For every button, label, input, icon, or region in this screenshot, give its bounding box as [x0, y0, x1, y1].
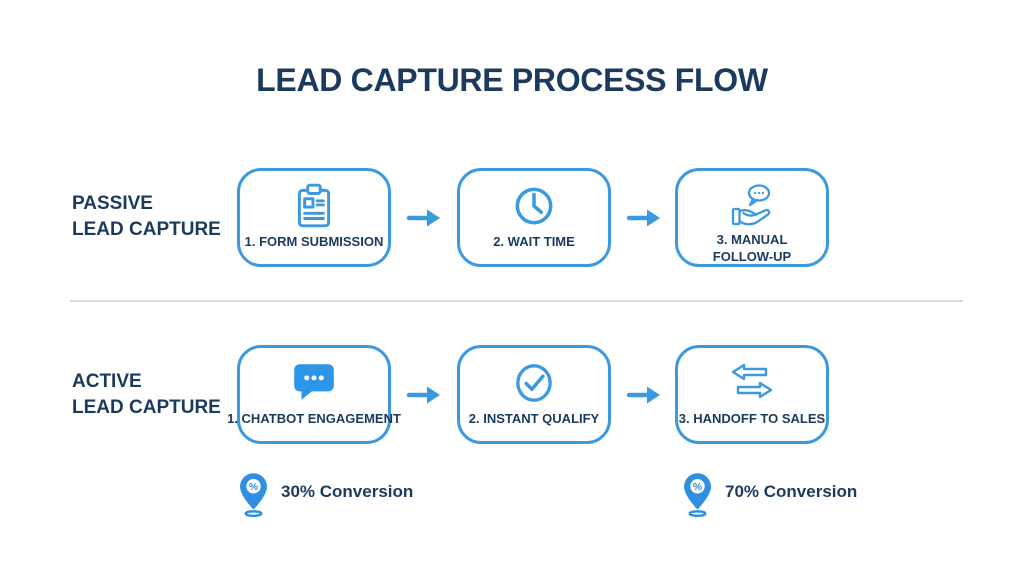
active-row-label: ACTIVE LEAD CAPTURE: [72, 369, 221, 421]
conversion-label: 70% Conversion: [725, 482, 858, 501]
step-label: 2. INSTANT QUALIFY: [468, 411, 600, 426]
clock-icon: [509, 181, 559, 231]
conversion-label: 30% Conversion: [281, 482, 414, 501]
svg-text:%: %: [249, 482, 258, 493]
percent-pin-icon: %: [238, 472, 269, 518]
passive-row-label: PASSIVE LEAD CAPTURE: [72, 191, 221, 243]
active-row-label-line1: ACTIVE: [72, 371, 142, 392]
page-title: LEAD CAPTURE PROCESS FLOW: [256, 62, 768, 98]
clipboard-icon: [289, 181, 339, 231]
conversion-stat-active-70: % 70% Conversion: [682, 472, 857, 518]
step-label: 2. WAIT TIME: [493, 234, 575, 249]
step-box-handoff-to-sales: 3. HANDOFF TO SALES: [675, 345, 829, 444]
flow-arrow-icon: [626, 386, 660, 404]
passive-row-label-line2: LEAD CAPTURE: [72, 219, 221, 240]
step-box-manual-follow-up: 3. MANUAL FOLLOW-UP: [675, 168, 829, 267]
row-divider: [70, 300, 963, 302]
step-label: 3. MANUAL FOLLOW-UP: [712, 232, 792, 264]
step-box-chatbot-engagement: 1. CHATBOT ENGAGEMENT: [227, 345, 401, 444]
step-box-wait-time: 2. WAIT TIME: [457, 168, 611, 267]
percent-pin-icon: %: [682, 472, 713, 518]
hand-chat-icon: [726, 181, 778, 231]
active-row-label-line2: LEAD CAPTURE: [72, 397, 221, 418]
step-label: 3. HANDOFF TO SALES: [678, 411, 826, 426]
transfer-arrows-icon: [726, 358, 778, 404]
flow-arrow-icon: [406, 209, 440, 227]
step-label: 1. CHATBOT ENGAGEMENT: [227, 411, 401, 426]
conversion-stat-active-30: % 30% Conversion: [238, 472, 413, 518]
chat-bubble-icon: [289, 358, 339, 406]
flow-arrow-icon: [626, 209, 660, 227]
step-box-form-submission: 1. FORM SUBMISSION: [237, 168, 391, 267]
step-box-instant-qualify: 2. INSTANT QUALIFY: [457, 345, 611, 444]
flow-arrow-icon: [406, 386, 440, 404]
passive-row-label-line1: PASSIVE: [72, 193, 153, 214]
check-circle-icon: [509, 358, 559, 408]
step-label: 1. FORM SUBMISSION: [244, 234, 384, 249]
svg-text:%: %: [693, 482, 702, 493]
